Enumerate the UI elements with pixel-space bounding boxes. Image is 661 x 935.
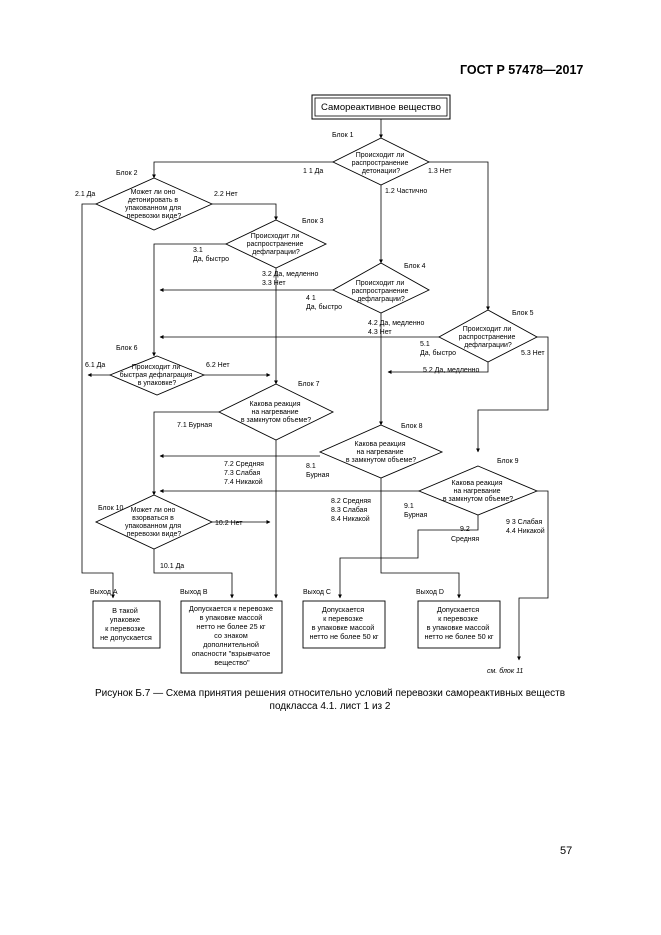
label-5-1-text: Да, быстро [420,349,456,357]
label-7-3: 7.3 Слабая [224,469,260,477]
exit-c: Выход С Допускается к перевозке в упаков… [302,589,386,649]
block-2-name: Блок 2 [116,170,138,177]
block-2-diamond [94,177,214,231]
label-3-2: 3.2 Да, медленно [262,271,319,278]
label-8-3: 8.3 Слабая [331,506,367,514]
exit-c-name: Выход С [303,589,331,596]
block-5-name: Блок 5 [512,310,534,317]
exit-a: Выход А В такой упаковке к перевозке не … [90,589,161,649]
exit-c-text: Допускается к перевозке в упаковке массо… [309,605,378,641]
label-8-1-num: 8.1 [306,463,316,470]
continuation-note: см. блок 11 [487,667,523,675]
block-5-question: Происходит ли распространение дефлаграци… [459,326,518,349]
block-10-name: Блок 10 [98,505,123,512]
start-label: Самореактивное вещество [321,102,441,113]
block-3-name: Блок 3 [302,218,324,225]
block-6-diamond [108,355,206,396]
block-3-diamond [224,219,328,269]
label-3-1-num: 3.1 [193,247,203,254]
label-9-3: 9 3 Слабая [506,518,542,526]
block-2-question: Может ли оно детонировать в упакованном … [125,189,183,220]
exit-d: Выход D Допускается к перевозке в упаков… [416,589,501,649]
label-10-1: 10.1 Да [160,563,184,570]
block-7-name: Блок 7 [298,381,320,388]
label-9-1-text: Бурная [404,512,428,519]
block-10-diamond [94,494,214,550]
label-10-2: 10.2 Нет [215,520,243,527]
block-9-name: Блок 9 [497,458,519,465]
label-5-3: 5.3 Нет [521,350,545,357]
label-2-1: 2.1 Да [75,191,95,198]
label-3-3: 3.3 Нет [262,280,286,287]
label-9-2-text: Средняя [451,536,479,543]
caption-line-2: подкласса 4.1. лист 1 из 2 [269,701,391,712]
label-8-2: 8.2 Средняя [331,498,371,505]
exit-d-name: Выход D [416,589,444,596]
block-6-question: Происходит ли быстрая дефлаграция в упак… [120,364,195,387]
block-6-name: Блок 6 [116,345,138,352]
label-5-1-num: 5.1 [420,341,430,348]
label-1-1: 1 1 Да [303,168,323,175]
block-10-question: Может ли оно взорваться в упакованном дл… [125,507,183,538]
exit-b-name: Выход В [180,589,208,596]
connectors [81,119,549,661]
label-8-4: 8.4 Никакой [331,515,370,523]
exit-d-text: Допускается к перевозке в упаковке массо… [424,605,493,641]
exit-a-name: Выход А [90,589,118,596]
block-1-diamond [331,137,431,186]
exit-b: Выход В Допускается к перевозке в упаков… [180,589,283,674]
standard-designation: ГОСТ Р 57478—2017 [460,63,584,77]
label-7-2: 7.2 Средняя [224,461,264,468]
block-3-question: Происходит ли распространение дефлаграци… [247,233,306,256]
label-4-1-text: Да, быстро [306,303,342,311]
label-1-2: 1.2 Частично [385,188,427,195]
label-4-2: 4.2 Да, медленно [368,320,425,327]
label-5-2: 5 2 Да, медленно [423,367,480,374]
block-4-question: Происходит ли распространение дефлаграци… [352,280,411,303]
label-6-2: 6.2 Нет [206,362,230,369]
label-2-2: 2.2 Нет [214,191,238,198]
label-4-1-num: 4 1 [306,295,316,302]
label-9-2-num: 9.2 [460,526,470,533]
block-1-question: Происходит ли распространение детонации? [352,152,411,175]
block-4-name: Блок 4 [404,263,426,270]
block-4-diamond [332,262,430,314]
block-1-name: Блок 1 [332,132,354,139]
exit-a-text: В такой упаковке к перевозке не допускае… [100,606,152,642]
caption-line-1: Рисунок Б.7 — Схема принятия решения отн… [94,688,566,699]
block-8-diamond [318,424,444,479]
label-6-1: 6.1 Да [85,362,105,369]
block-9-diamond [417,465,539,516]
label-9-1-num: 9.1 [404,503,414,510]
block-5-diamond [438,309,538,363]
label-3-1-text: Да, быстро [193,255,229,263]
label-4-3: 4.3 Нет [368,329,392,336]
start-node: Самореактивное вещество [311,94,451,120]
label-9-4: 4.4 Никакой [506,527,545,535]
label-7-4: 7.4 Никакой [224,478,263,486]
figure-caption: Рисунок Б.7 — Схема принятия решения отн… [60,687,600,713]
block-7-diamond [217,383,335,441]
label-1-3: 1.3 Нет [428,168,452,175]
exit-b-text: Допускается к перевозке в упаковке массо… [189,604,275,667]
label-8-1-text: Бурная [306,472,330,479]
block-7-question: Какова реакция на нагревание в замкнутом… [241,401,311,424]
block-8-name: Блок 8 [401,423,423,430]
block-8-question: Какова реакция на нагревание в замкнутом… [346,441,416,464]
label-7-1: 7.1 Бурная [177,422,212,429]
block-9-question: Какова реакция на нагревание в замкнутом… [443,480,513,503]
page-number: 57 [560,845,573,857]
